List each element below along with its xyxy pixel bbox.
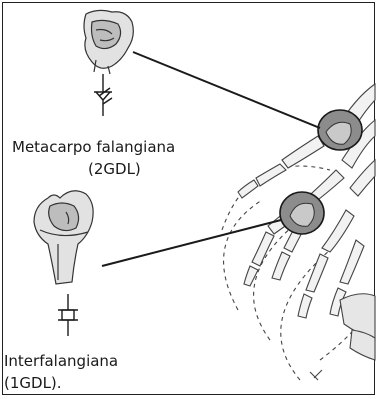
mcp-joint-highlight <box>318 110 362 150</box>
ip-joint-symbol-icon <box>58 294 78 336</box>
mcp-bone-sketch-icon <box>84 10 133 74</box>
mcp-joint-label: Metacarpo falangiana <box>12 138 175 157</box>
ip-joint-label: Interfalangiana <box>4 352 118 371</box>
mcp-joint-symbol-icon <box>94 74 112 116</box>
ip-dof-label: (1GDL). <box>4 374 62 393</box>
mcp-connector-line <box>133 52 320 128</box>
mcp-dof-label: (2GDL) <box>88 160 141 179</box>
ip-bone-sketch-icon <box>34 191 93 284</box>
ip-joint-highlight <box>280 192 324 234</box>
